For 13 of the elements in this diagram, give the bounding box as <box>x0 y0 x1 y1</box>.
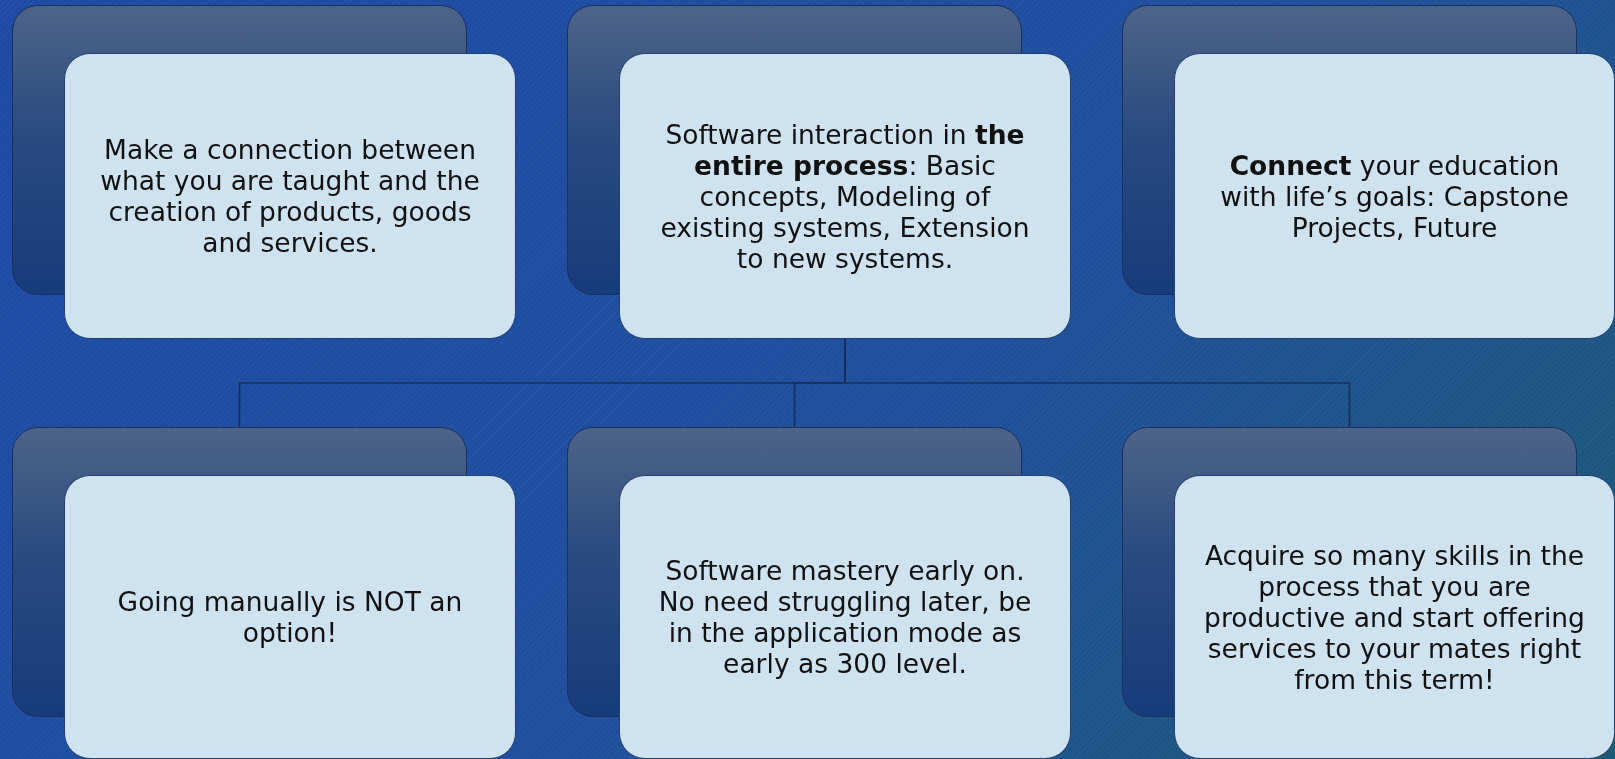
connector-line <box>844 338 1351 428</box>
stacked-card <box>1122 5 1615 339</box>
card-text: Connect your education with life’s goals: Capstone Projects, Future <box>1219 149 1570 243</box>
stacked-card <box>1122 427 1615 759</box>
stacked-card <box>567 427 1071 759</box>
stacked-card <box>12 427 516 759</box>
stacked-card <box>567 5 1071 339</box>
card-text: Make a connection between what you are taught and the creation of products, goods and services. <box>99 134 481 258</box>
card-text: Going manually is NOT an option! <box>116 586 464 648</box>
card-text: Software mastery early on. No need struggling later, be in the application mode as early as 300 level. <box>657 555 1033 679</box>
card-text: Acquire so many skills in the process that you are productive and start offering services to your mates right from this term! <box>1204 539 1585 695</box>
card-text: Software interaction in the entire process: Basic concepts, Modeling of existing systems, Extension to new systems. <box>659 118 1031 274</box>
stacked-card <box>12 5 516 339</box>
